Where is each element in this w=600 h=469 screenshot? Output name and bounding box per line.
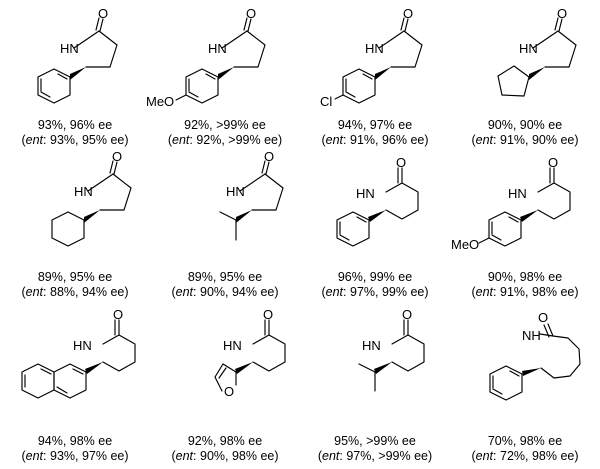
ent-result-8: (ent: 91%, 98% ee) (471, 285, 579, 299)
ent-result-7: (ent: 97%, 99% ee) (321, 285, 429, 299)
atom-NH-9: HN (73, 338, 92, 353)
atom-O-10: O (263, 307, 273, 322)
structure-5 (51, 160, 132, 247)
caption-4: 90%, 90% ee (ent: 91%, 90% ee) (450, 118, 600, 148)
atom-O-9: O (113, 307, 123, 322)
ent-result-4: (ent: 91%, 90% ee) (471, 133, 579, 147)
atom-O-6: O (264, 149, 274, 164)
caption-5: 89%, 95% ee (ent: 88%, 94% ee) (0, 270, 150, 300)
structure-6 (219, 160, 284, 241)
structure-11 (358, 319, 425, 392)
atom-O-4: O (557, 6, 567, 21)
result-12: 70%, 98% ee (487, 434, 563, 448)
atom-O-8: O (548, 155, 558, 170)
structure-1 (37, 17, 118, 104)
atom-NH-3: HN (365, 41, 384, 56)
caption-3: 94%, 97% ee (ent: 91%, 96% ee) (300, 118, 450, 148)
atom-O-7: O (396, 155, 406, 170)
structure-3 (334, 17, 423, 104)
structure-7 (336, 167, 419, 247)
ent-result-9: (ent: 93%, 97% ee) (21, 449, 129, 463)
ent-result-10: (ent: 90%, 98% ee) (171, 449, 279, 463)
result-9: 94%, 98% ee (37, 434, 113, 448)
atom-O-1: O (98, 6, 108, 21)
structure-2 (175, 17, 266, 104)
result-11: 95%, >99% ee (334, 434, 416, 448)
caption-8: 90%, 98% ee (ent: 91%, 98% ee) (450, 270, 600, 300)
atom-NH-1: HN (60, 41, 79, 56)
ent-result-1: (ent: 93%, 95% ee) (21, 133, 129, 147)
caption-11: 95%, >99% ee (ent: 97%, >99% ee) (300, 434, 450, 464)
atom-NH-8: HN (508, 186, 527, 201)
result-10: 92%, 98% ee (187, 434, 263, 448)
atom-O-11: O (402, 307, 412, 322)
ent-result-11: (ent: 97%, >99% ee) (317, 449, 433, 463)
atom-NH-7: HN (356, 186, 375, 201)
structure-10 (214, 319, 286, 392)
caption-7: 96%, 99% ee (ent: 97%, 99% ee) (300, 270, 450, 300)
atom-MeO-2: MeO (146, 94, 174, 109)
caption-6: 89%, 95% ee (ent: 90%, 94% ee) (150, 270, 300, 300)
result-1: 93%, 96% ee (37, 118, 113, 132)
result-6: 89%, 95% ee (187, 270, 263, 284)
result-8: 90%, 98% ee (487, 270, 563, 284)
caption-1: 93%, 96% ee (ent: 93%, 95% ee) (0, 118, 150, 148)
result-7: 96%, 99% ee (337, 270, 413, 284)
structure-9 (21, 319, 136, 399)
atom-MeO-8: MeO (451, 237, 479, 252)
caption-10: 92%, 98% ee (ent: 90%, 98% ee) (150, 434, 300, 464)
ent-result-5: (ent: 88%, 94% ee) (21, 285, 129, 299)
result-5: 89%, 95% ee (37, 270, 113, 284)
ent-result-6: (ent: 90%, 94% ee) (171, 285, 279, 299)
caption-2: 92%, >99% ee (ent: 92%, >99% ee) (150, 118, 300, 148)
atom-NH-10: HN (223, 338, 242, 353)
result-2: 92%, >99% ee (184, 118, 266, 132)
atom-NH-6: HN (226, 184, 245, 199)
result-3: 94%, 97% ee (337, 118, 413, 132)
atom-O-5: O (112, 149, 122, 164)
atom-O-2: O (246, 6, 256, 21)
ent-result-2: (ent: 92%, >99% ee) (167, 133, 283, 147)
caption-9: 94%, 98% ee (ent: 93%, 97% ee) (0, 434, 150, 464)
atom-NH-2: HN (208, 41, 227, 56)
structure-4 (497, 17, 577, 97)
atom-NH-4: HN (519, 41, 538, 56)
atom-NH-11: HN (362, 338, 381, 353)
atom-Cl-3: Cl (320, 94, 332, 109)
result-4: 90%, 90% ee (487, 118, 563, 132)
ent-result-12: (ent: 72%, 98% ee) (471, 449, 579, 463)
structure-8 (478, 167, 571, 247)
atom-O-12: O (538, 310, 548, 325)
ent-result-3: (ent: 91%, 96% ee) (321, 133, 429, 147)
atom-O-furan-10: O (224, 384, 234, 399)
structure-12 (489, 323, 581, 401)
atom-NH-12: NH (522, 328, 541, 343)
atom-O-3: O (403, 6, 413, 21)
atom-NH-5: HN (74, 184, 93, 199)
caption-12: 70%, 98% ee (ent: 72%, 98% ee) (450, 434, 600, 464)
